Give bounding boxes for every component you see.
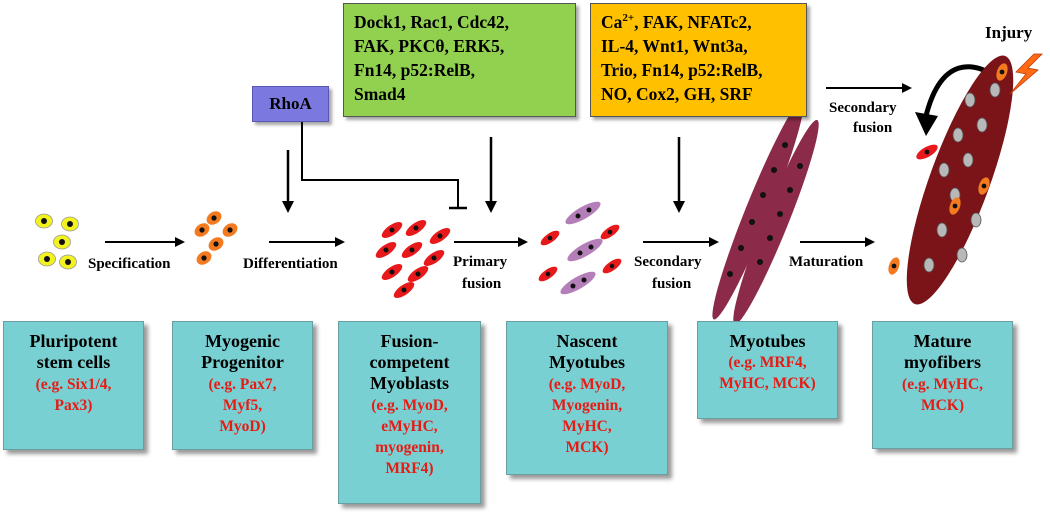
satellite-cell [949,197,961,215]
stem-cell [61,216,79,232]
myoblast-cell [405,219,427,237]
myoblast-cell [600,224,620,240]
label-secondary-fusion-2: fusion [853,120,893,136]
label-injury: Injury [985,23,1033,42]
stem-cell [53,234,71,250]
label-secondary-fusion: fusion [652,276,692,292]
myoblast-cell [538,266,558,282]
rhoa-label: RhoA [269,94,312,113]
orange-line: NO, Cox2, GH, SRF [601,84,753,104]
label-differentiation: Differentiation [243,256,338,272]
nascent-myotube [560,271,596,295]
myoblasts-cluster [375,219,451,299]
myotube [712,100,804,320]
myoblast-cell [540,230,560,246]
myoblast-cell [423,249,445,267]
orange-line: IL-4, Wnt1, Wnt3a, [601,36,748,56]
stage-myotubes: Myotubes (e.g. MRF4, MyHC, MCK) [697,321,838,419]
green-line: Smad4 [354,84,406,104]
orange-line: Trio, Fn14, p52:RelB, [601,60,763,80]
arrow-curved-head [915,112,938,136]
stage-fusion-competent-myoblasts: Fusion- competent Myoblasts (e.g. MyoD, … [338,321,481,504]
stage-nascent-myotubes: Nascent Myotubes (e.g. MyoD, Myogenin, M… [506,321,668,475]
stem-cell [59,254,77,270]
myoblast-cell [429,227,451,245]
orange-regulator-box: Ca2+, FAK, NFATc2, IL-4, Wnt1, Wnt3a, Tr… [590,3,807,117]
label-maturation: Maturation [789,254,864,270]
label-primary: Primary [453,254,508,270]
orange-line-calcium: Ca2+, FAK, NFATc2, [601,12,752,32]
green-line: Dock1, Rac1, Cdc42, [354,12,510,32]
nascent-myotube [565,201,601,225]
myoblast-cell [602,258,622,274]
myoblast-cell [407,265,429,283]
green-regulator-box: Dock1, Rac1, Cdc42, FAK, PKCθ, ERK5, Fn1… [343,3,576,117]
myoblast-cell [401,241,423,259]
rhoa-inhibition-line [301,122,459,207]
progenitor-cluster [194,211,238,265]
myoblast-cell [375,241,397,259]
process-labels: Specification Differentiation Primary fu… [88,23,1033,292]
nascent-myotubes-cluster [538,201,622,295]
label-primary-fusion: fusion [462,276,502,292]
myoblast-cell [393,281,415,299]
myofiber-cluster [888,55,1014,305]
progenitor-cell [222,223,238,237]
satellite-cell [978,177,990,195]
satellite-cell [996,63,1008,81]
stem-cells-cluster [35,213,79,270]
label-secondary-2: Secondary [829,100,897,116]
progenitor-cell [196,251,212,265]
stage-pluripotent-stem-cells: Pluripotent stem cells (e.g. Six1/4, Pax… [3,321,144,450]
myotube [733,119,819,325]
fusing-myoblast [916,144,938,160]
stem-cell [35,213,53,229]
myotubes-cluster [712,100,819,325]
nascent-myotube [567,238,603,262]
myoblast-cell [381,263,403,281]
green-line: FAK, PKCθ, ERK5, [354,36,505,56]
green-line: Fn14, p52:RelB, [354,60,476,80]
stem-cell [38,251,56,267]
stage-myogenic-progenitor: Myogenic Progenitor (e.g. Pax7, Myf5, My… [172,321,313,450]
myofiber [906,55,1014,305]
myoblast-cell [381,221,403,239]
label-secondary: Secondary [634,254,702,270]
rhoa-box: RhoA [252,86,329,122]
stage-mature-myofibers: Mature myofibers (e.g. MyHC, MCK) [872,321,1013,449]
satellite-cell [888,257,900,275]
progenitor-cell [206,211,222,225]
progenitor-cell [194,223,210,237]
injury-lightning-icon [1009,53,1043,95]
label-specification: Specification [88,256,171,272]
progenitor-cell [208,237,224,251]
